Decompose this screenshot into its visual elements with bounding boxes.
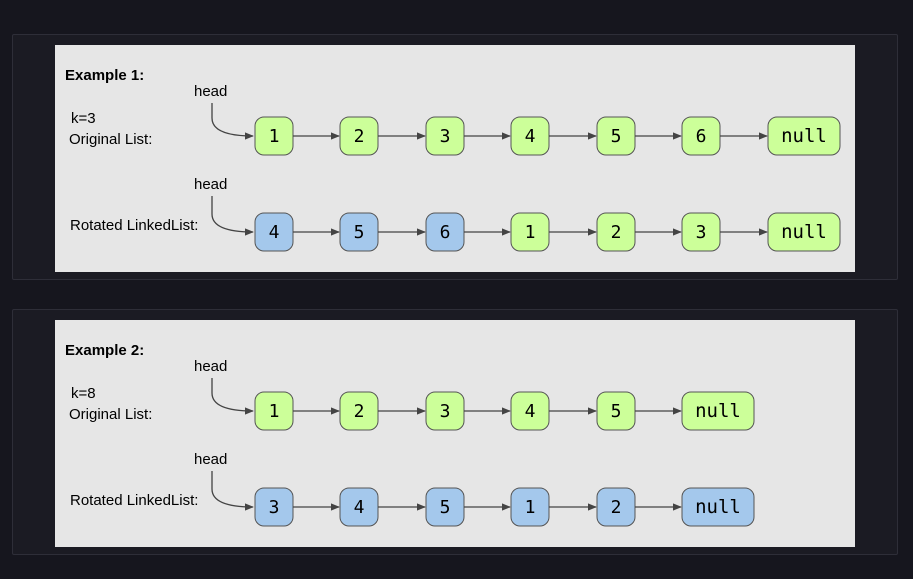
node-value: null bbox=[781, 221, 827, 243]
head-label: head bbox=[194, 451, 227, 468]
node-value: 5 bbox=[440, 497, 451, 518]
node-value: 6 bbox=[440, 222, 451, 243]
original-node-2: 2 bbox=[339, 116, 379, 156]
original-list-label: Original List: bbox=[69, 406, 152, 423]
node-value: null bbox=[781, 125, 827, 147]
node-value: 1 bbox=[269, 126, 280, 147]
head-pointer-arrow bbox=[211, 471, 254, 511]
node-value: 3 bbox=[440, 401, 451, 422]
original-list-label: Original List: bbox=[69, 131, 152, 148]
rotated-node-2: 5 bbox=[339, 212, 379, 252]
rotated-node-2: 4 bbox=[339, 487, 379, 527]
node-value: 2 bbox=[354, 401, 365, 422]
head-pointer-arrow bbox=[211, 196, 254, 236]
node-value: 1 bbox=[269, 401, 280, 422]
example-title: Example 2: bbox=[65, 342, 144, 359]
node-value: 1 bbox=[525, 222, 536, 243]
rotated-list-label: Rotated LinkedList: bbox=[70, 492, 198, 509]
node-box bbox=[681, 487, 755, 527]
original-node-1: 1 bbox=[254, 116, 294, 156]
node-value: 3 bbox=[440, 126, 451, 147]
node-value: 4 bbox=[354, 497, 365, 518]
node-value: 5 bbox=[611, 401, 622, 422]
rotated-node-1: 3 bbox=[254, 487, 294, 527]
original-node-null: null bbox=[767, 116, 841, 156]
head-label: head bbox=[194, 358, 227, 375]
node-value: 2 bbox=[354, 126, 365, 147]
node-value: 3 bbox=[269, 497, 280, 518]
original-node-5: 5 bbox=[596, 116, 636, 156]
head-label: head bbox=[194, 176, 227, 193]
original-node-1: 1 bbox=[254, 391, 294, 431]
original-node-2: 2 bbox=[339, 391, 379, 431]
node-value: 5 bbox=[611, 126, 622, 147]
rotated-node-3: 5 bbox=[425, 487, 465, 527]
rotated-node-4: 1 bbox=[510, 212, 550, 252]
node-box bbox=[767, 116, 841, 156]
node-value: 5 bbox=[354, 222, 365, 243]
rotated-node-null: null bbox=[681, 487, 755, 527]
node-value: 3 bbox=[696, 222, 707, 243]
original-node-3: 3 bbox=[425, 391, 465, 431]
node-value: 2 bbox=[611, 222, 622, 243]
node-value: 4 bbox=[525, 126, 536, 147]
rotated-node-4: 1 bbox=[510, 487, 550, 527]
rotated-node-3: 6 bbox=[425, 212, 465, 252]
node-value: 6 bbox=[696, 126, 707, 147]
original-node-6: 6 bbox=[681, 116, 721, 156]
head-label: head bbox=[194, 83, 227, 100]
head-pointer-arrow bbox=[211, 103, 254, 140]
node-value: null bbox=[695, 496, 741, 518]
node-value: 1 bbox=[525, 497, 536, 518]
node-box bbox=[767, 212, 841, 252]
node-box bbox=[681, 391, 755, 431]
k-label: k=8 bbox=[71, 385, 96, 402]
original-node-3: 3 bbox=[425, 116, 465, 156]
rotated-node-1: 4 bbox=[254, 212, 294, 252]
rotated-node-5: 2 bbox=[596, 487, 636, 527]
node-value: 2 bbox=[611, 497, 622, 518]
rotated-node-6: 3 bbox=[681, 212, 721, 252]
rotated-node-5: 2 bbox=[596, 212, 636, 252]
original-node-4: 4 bbox=[510, 391, 550, 431]
node-value: 4 bbox=[269, 222, 280, 243]
original-node-null: null bbox=[681, 391, 755, 431]
k-label: k=3 bbox=[71, 110, 96, 127]
node-value: 4 bbox=[525, 401, 536, 422]
original-node-5: 5 bbox=[596, 391, 636, 431]
example-title: Example 1: bbox=[65, 67, 144, 84]
rotated-list-label: Rotated LinkedList: bbox=[70, 217, 198, 234]
node-value: null bbox=[695, 400, 741, 422]
head-pointer-arrow bbox=[211, 378, 254, 415]
original-node-4: 4 bbox=[510, 116, 550, 156]
rotated-node-null: null bbox=[767, 212, 841, 252]
